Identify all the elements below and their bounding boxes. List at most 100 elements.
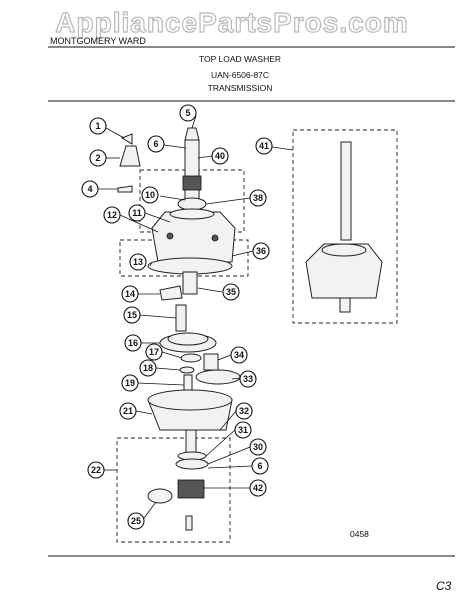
clip-part xyxy=(159,285,183,301)
gear-33 xyxy=(195,369,241,385)
drive-gear-top xyxy=(167,332,209,346)
pinion-gear-34 xyxy=(203,353,219,371)
callout-5: 5 xyxy=(179,104,197,122)
svg-text:1: 1 xyxy=(95,121,100,131)
svg-text:6: 6 xyxy=(257,461,262,471)
lower-housing-rim xyxy=(147,389,233,411)
page-code: 0458 xyxy=(350,529,369,539)
callout-4: 4 xyxy=(81,180,99,198)
assembled-housing-top xyxy=(321,243,367,257)
svg-text:2: 2 xyxy=(95,153,100,163)
doc-title: TOP LOAD WASHER xyxy=(199,54,281,64)
group-box-41 xyxy=(292,129,398,324)
assembled-output-shaft xyxy=(339,297,351,313)
callout-22: 22 xyxy=(87,461,105,479)
transmission-upper-housing xyxy=(151,211,236,263)
callout-38: 38 xyxy=(249,189,267,207)
svg-text:42: 42 xyxy=(253,483,263,493)
svg-text:11: 11 xyxy=(132,208,142,218)
callout-30: 30 xyxy=(249,438,267,456)
brand-label: MONTGOMERY WARD xyxy=(50,36,146,46)
svg-text:38: 38 xyxy=(253,193,263,203)
svg-text:17: 17 xyxy=(149,347,159,357)
callout-17: 17 xyxy=(145,343,163,361)
pin-part xyxy=(175,304,187,332)
callout-6-top: 6 xyxy=(147,135,165,153)
callout-12: 12 xyxy=(103,206,121,224)
svg-text:22: 22 xyxy=(91,465,101,475)
model-number: UAN-6506-87C xyxy=(211,70,269,80)
washer-17 xyxy=(180,353,202,363)
pinion-stub xyxy=(182,271,198,295)
callout-18: 18 xyxy=(139,359,157,377)
svg-text:4: 4 xyxy=(87,184,92,194)
washer-30 xyxy=(175,458,209,470)
svg-text:14: 14 xyxy=(125,289,135,299)
callout-41: 41 xyxy=(255,137,273,155)
group-box-22 xyxy=(116,437,231,543)
assembled-housing xyxy=(305,243,383,299)
housing-bolt xyxy=(166,232,174,240)
callout-21: 21 xyxy=(119,402,137,420)
callout-1: 1 xyxy=(89,117,107,135)
assembled-shaft xyxy=(340,141,352,241)
svg-text:18: 18 xyxy=(143,363,153,373)
svg-text:13: 13 xyxy=(133,257,143,267)
shaft-spline xyxy=(182,175,202,191)
callout-34: 34 xyxy=(230,346,248,364)
svg-text:32: 32 xyxy=(239,406,249,416)
pulley-part xyxy=(177,479,205,499)
agitator-shaft xyxy=(184,139,200,201)
callout-40: 40 xyxy=(211,147,229,165)
bottom-pin xyxy=(185,515,193,531)
svg-text:10: 10 xyxy=(145,190,155,200)
leader-lines xyxy=(98,115,294,519)
callout-14: 14 xyxy=(121,285,139,303)
callout-25: 25 xyxy=(127,512,145,530)
callout-10: 10 xyxy=(141,186,159,204)
callout-33: 33 xyxy=(239,370,257,388)
agitator-cap-2 xyxy=(119,145,141,167)
shaft-cap xyxy=(184,127,200,141)
svg-text:40: 40 xyxy=(215,151,225,161)
callout-group: 1 2 4 5 6 10 11 12 13 14 15 16 17 18 19 … xyxy=(81,104,273,530)
callout-32: 32 xyxy=(235,402,253,420)
callout-13: 13 xyxy=(129,253,147,271)
section-title: TRANSMISSION xyxy=(208,83,273,93)
svg-text:5: 5 xyxy=(185,108,190,118)
svg-text:19: 19 xyxy=(125,378,135,388)
svg-text:15: 15 xyxy=(127,310,137,320)
svg-text:25: 25 xyxy=(131,516,141,526)
housing-top-boss xyxy=(169,208,215,220)
callout-15: 15 xyxy=(123,306,141,324)
svg-text:34: 34 xyxy=(234,350,244,360)
clip-part-1 xyxy=(120,133,133,145)
callout-6-bottom: 6 xyxy=(251,457,269,475)
spring-clip-4 xyxy=(117,185,133,193)
housing-bolt xyxy=(211,234,219,242)
callout-42: 42 xyxy=(249,479,267,497)
washer-18 xyxy=(179,366,195,374)
callout-35: 35 xyxy=(222,283,240,301)
svg-text:21: 21 xyxy=(123,406,133,416)
svg-text:6: 6 xyxy=(153,139,158,149)
svg-text:16: 16 xyxy=(128,338,138,348)
callout-19: 19 xyxy=(121,374,139,392)
svg-text:41: 41 xyxy=(259,141,269,151)
callout-11: 11 xyxy=(128,204,146,222)
callout-36: 36 xyxy=(252,242,270,260)
svg-text:35: 35 xyxy=(226,287,236,297)
svg-text:30: 30 xyxy=(253,442,263,452)
corner-mark: C3 xyxy=(436,579,452,593)
svg-text:33: 33 xyxy=(243,374,253,384)
pump-ring xyxy=(147,488,173,504)
svg-text:36: 36 xyxy=(256,246,266,256)
watermark: AppliancePartsPros.com xyxy=(55,7,408,38)
callout-16: 16 xyxy=(124,334,142,352)
callout-31: 31 xyxy=(234,421,252,439)
svg-text:31: 31 xyxy=(238,425,248,435)
callout-2: 2 xyxy=(89,149,107,167)
svg-text:12: 12 xyxy=(107,210,117,220)
